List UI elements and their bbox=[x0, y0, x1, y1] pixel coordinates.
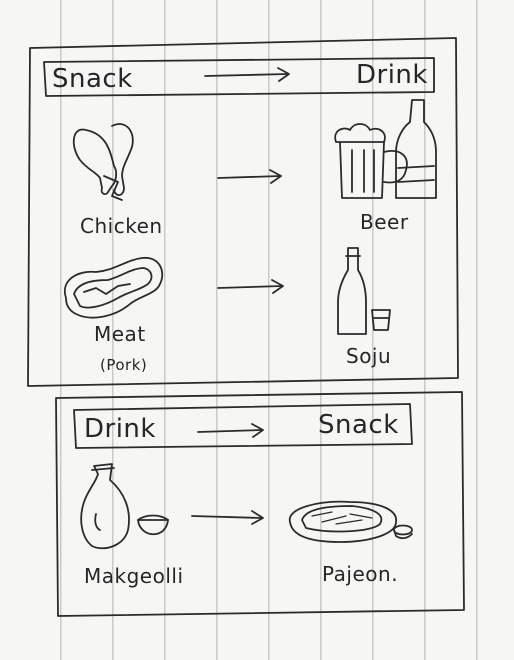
pajeon-label: Pajeon. bbox=[322, 562, 399, 586]
section-1-header-arrow bbox=[204, 67, 290, 82]
section-1-header-box bbox=[43, 57, 435, 97]
beer-mug-bottle-icon bbox=[334, 99, 437, 199]
pair-1-arrow bbox=[217, 169, 282, 184]
meat-steak-icon bbox=[63, 257, 164, 319]
pair-2-arrow bbox=[217, 279, 284, 294]
section-2-header-right: Snack bbox=[318, 410, 399, 440]
pair-3-arrow bbox=[191, 510, 264, 525]
section-1-frame bbox=[27, 37, 459, 387]
section-1-header-right: Drink bbox=[356, 60, 428, 90]
meat-sublabel: (Pork) bbox=[100, 356, 148, 374]
meat-label: Meat bbox=[94, 322, 146, 346]
chicken-label: Chicken bbox=[80, 214, 163, 238]
makgeolli-jug-bowl-icon bbox=[80, 463, 169, 550]
beer-label: Beer bbox=[360, 210, 409, 234]
section-1-header-left: Snack bbox=[52, 64, 133, 94]
pajeon-plate-icon bbox=[289, 500, 413, 543]
makgeolli-label: Makgeolli bbox=[84, 564, 184, 588]
section-2-header-arrow bbox=[197, 423, 264, 438]
chicken-drumstick-icon bbox=[72, 123, 134, 201]
soju-label: Soju bbox=[346, 344, 392, 368]
section-2-header-left: Drink bbox=[84, 414, 156, 444]
section-2-header-box bbox=[73, 403, 413, 449]
section-2-frame bbox=[55, 391, 465, 617]
soju-bottle-glass-icon bbox=[337, 247, 391, 335]
